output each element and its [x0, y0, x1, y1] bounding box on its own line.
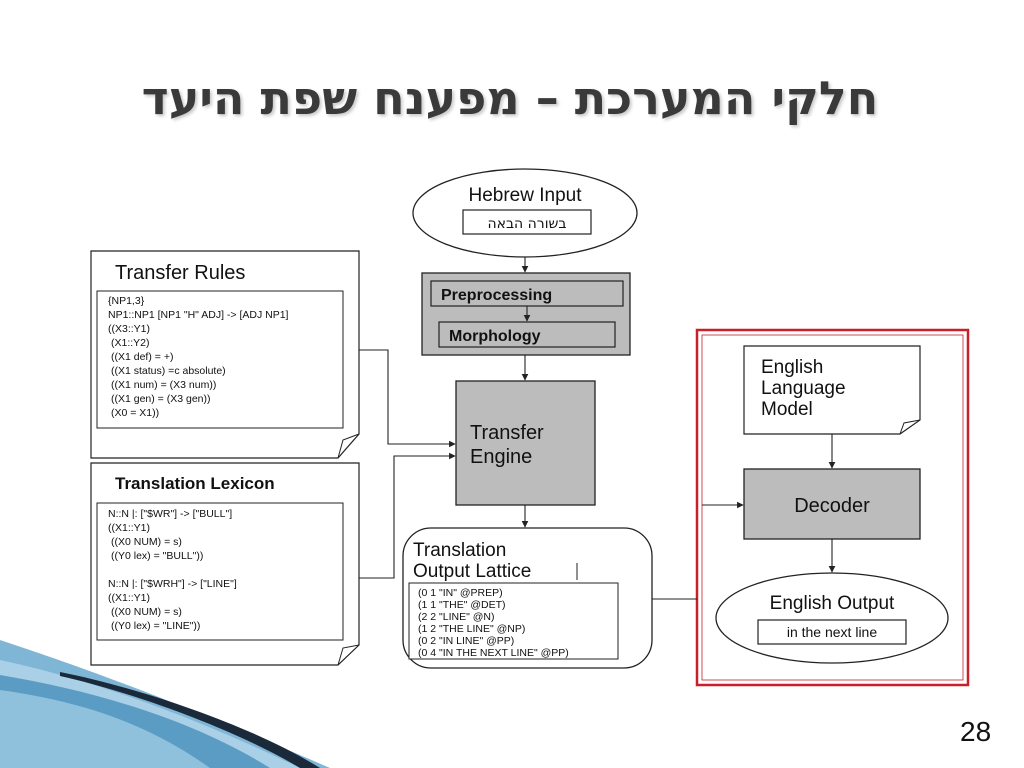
lattice-line: (0 1 "IN" @PREP): [418, 587, 503, 599]
lattice-line: (1 1 "THE" @DET): [418, 599, 506, 611]
transfer-rules-line: ((X1 gen) = (X3 gen)): [111, 393, 211, 405]
transfer-engine-line-2: Engine: [470, 446, 532, 468]
transfer-engine-block: Transfer Engine: [455, 380, 596, 506]
lattice-line: (2 2 "LINE" @N): [418, 611, 494, 623]
page-number: 28: [960, 716, 992, 747]
lexicon-line: ((X0 NUM) = s): [111, 606, 182, 618]
lexicon-line: ((X1::Y1): [108, 522, 150, 534]
transfer-rules-line: ((X1 num) = (X3 num)): [111, 379, 216, 391]
transfer-rules-title: Transfer Rules: [115, 262, 245, 284]
decoder-block: Decoder: [743, 468, 921, 540]
lattice-line: (1 2 "THE LINE" @NP): [418, 623, 525, 635]
transfer-rules-line: ((X1 def) = +): [111, 351, 173, 363]
transfer-rules-document: Transfer Rules {NP1,3} NP1::NP1 [NP1 "H"…: [90, 250, 360, 459]
transfer-rules-line: (X0 = X1)): [111, 407, 159, 419]
english-language-model-document: English Language Model: [743, 345, 921, 435]
transfer-rules-line: (X1::Y2): [111, 337, 150, 349]
hebrew-input-value: בשורה הבאה: [487, 216, 566, 232]
transfer-rules-line: NP1::NP1 [NP1 "H" ADJ] -> [ADJ NP1]: [108, 309, 289, 321]
lattice-title-line-2: Output Lattice: [413, 561, 531, 582]
connectors: [359, 257, 836, 600]
lexicon-line: ((X1::Y1): [108, 592, 150, 604]
lattice-entries: (0 1 "IN" @PREP) (1 1 "THE" @DET) (2 2 "…: [418, 587, 569, 659]
translation-lexicon-code: N::N |: ["$WR"] -> ["BULL"] ((X1::Y1) ((…: [108, 508, 240, 632]
lexicon-line: N::N |: ["$WRH"] -> ["LINE"]: [108, 578, 237, 590]
transfer-rules-line: ((X3::Y1): [108, 323, 150, 335]
translation-lexicon-title: Translation Lexicon: [115, 474, 275, 493]
hebrew-input-title: Hebrew Input: [468, 185, 582, 206]
slide-title: חלקי המערכת – מפענח שפת היעד: [141, 71, 879, 125]
lattice-line: (0 2 "IN LINE" @PP): [418, 635, 514, 647]
transfer-rules-line: ((X1 status) =c absolute): [111, 365, 226, 377]
lm-line-2: Language: [761, 378, 846, 399]
lattice-title-line-1: Translation: [413, 540, 506, 561]
lexicon-line: ((X0 NUM) = s): [111, 536, 182, 548]
translation-lexicon-document: Translation Lexicon N::N |: ["$WR"] -> […: [90, 462, 360, 666]
lexicon-line: ((Y0 lex) = "BULL")): [111, 550, 203, 562]
transfer-rules-code: {NP1,3} NP1::NP1 [NP1 "H" ADJ] -> [ADJ N…: [108, 295, 291, 419]
transfer-engine-line-1: Transfer: [470, 422, 544, 444]
english-output-node: English Output in the next line: [715, 572, 949, 664]
lexicon-line: ((Y0 lex) = "LINE")): [111, 620, 200, 632]
lexicon-line: N::N |: ["$WR"] -> ["BULL"]: [108, 508, 232, 520]
lm-line-3: Model: [761, 399, 813, 420]
output-lattice-block: Translation Output Lattice (0 1 "IN" @PR…: [402, 527, 653, 669]
hebrew-input-node: Hebrew Input בשורה הבאה: [412, 168, 638, 258]
decoder-label: Decoder: [794, 495, 870, 517]
transfer-rules-line: {NP1,3}: [108, 295, 145, 307]
preprocessing-block: Preprocessing Morphology: [421, 272, 631, 356]
preprocessing-label: Preprocessing: [441, 287, 552, 304]
arrow-lexicon-to-engine: [359, 452, 456, 579]
english-output-title: English Output: [770, 593, 895, 614]
lattice-line: (0 4 "IN THE NEXT LINE" @PP): [418, 647, 569, 659]
english-output-value: in the next line: [787, 624, 877, 640]
lm-line-1: English: [761, 357, 823, 378]
arrow-rules-to-engine: [359, 349, 456, 448]
morphology-label: Morphology: [449, 328, 541, 345]
